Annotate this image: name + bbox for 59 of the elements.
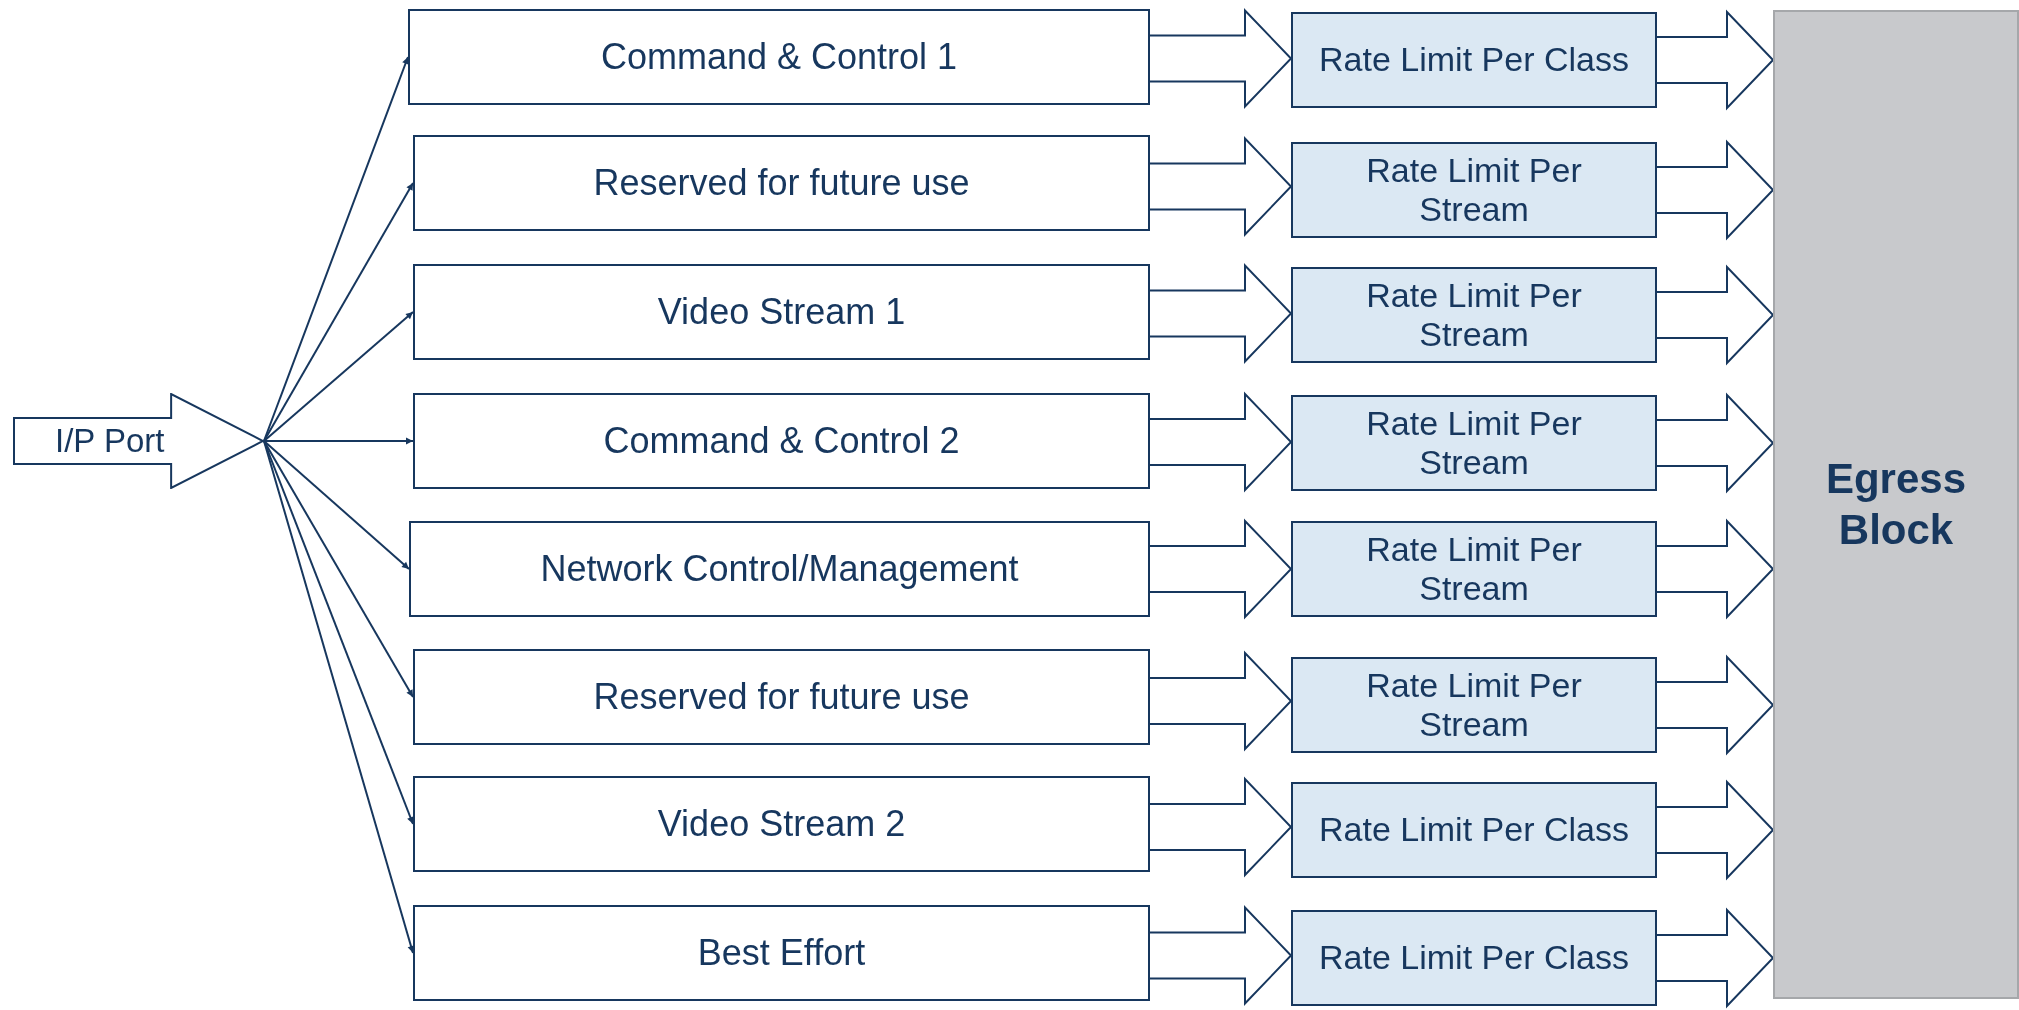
node-label: Rate Limit Per Class (1319, 40, 1629, 80)
class-box (413, 649, 1150, 745)
block-arrow (1656, 654, 1775, 756)
node-label: Rate Limit Per Stream (1365, 665, 1583, 745)
arrow (263, 182, 414, 442)
node-label: I/P Port (55, 422, 165, 460)
rate-limit-box (1291, 395, 1657, 491)
node-label: Command & Control 1 (600, 36, 958, 78)
node-label: Rate Limit Per Class (1319, 810, 1629, 850)
rate-limit-box (1291, 910, 1657, 1006)
block-arrow (1149, 905, 1293, 1006)
class-box (413, 776, 1150, 872)
node-label: Command & Control 2 (603, 420, 960, 462)
arrow (263, 440, 410, 570)
block-arrow (1656, 392, 1775, 494)
node-label: Best Effort (697, 932, 866, 974)
node-label: Rate Limit Per Class (1319, 938, 1629, 978)
block-arrow (1149, 650, 1293, 752)
block-arrow (1149, 776, 1293, 878)
node-label: Reserved for future use (593, 676, 970, 718)
block-arrow (1149, 518, 1293, 620)
class-box (413, 264, 1150, 360)
node-label: Rate Limit Per Stream (1365, 403, 1583, 483)
rate-limit-box (1291, 267, 1657, 363)
block-arrow (1656, 9, 1775, 111)
block-arrow (1656, 139, 1775, 241)
node-label: Rate Limit Per Stream (1365, 150, 1583, 230)
block-arrow (1656, 907, 1775, 1009)
node-label: Reserved for future use (593, 162, 970, 204)
port-arrow-shape (13, 393, 264, 489)
arrow (263, 437, 414, 445)
class-box (413, 135, 1150, 231)
class-box (408, 9, 1150, 105)
class-box (413, 393, 1150, 489)
arrow (263, 311, 414, 442)
rate-limit-box (1291, 142, 1657, 238)
arrow (263, 440, 415, 954)
node-label: Rate Limit Per Stream (1365, 529, 1583, 609)
rate-limit-box (1291, 521, 1657, 617)
block-arrow (1149, 8, 1293, 109)
block-arrow (1149, 391, 1293, 493)
block-arrow (1656, 779, 1775, 881)
class-box (413, 905, 1150, 1001)
block-arrow (1149, 136, 1293, 237)
class-box (409, 521, 1150, 617)
block-arrow (1149, 263, 1293, 364)
arrow (263, 440, 414, 825)
node-label: Video Stream 2 (657, 803, 906, 845)
node-label: Egress Block (1824, 454, 1968, 555)
block-arrow (1656, 518, 1775, 620)
rate-limit-box (1291, 657, 1657, 753)
block-arrow (1656, 264, 1775, 366)
egress-block (1773, 10, 2019, 999)
rate-limit-box (1291, 12, 1657, 108)
node-label: Network Control/Management (540, 548, 1019, 590)
node-label: Rate Limit Per Stream (1365, 275, 1583, 355)
arrow (263, 56, 409, 442)
rate-limit-box (1291, 782, 1657, 878)
node-label: Video Stream 1 (657, 291, 906, 333)
